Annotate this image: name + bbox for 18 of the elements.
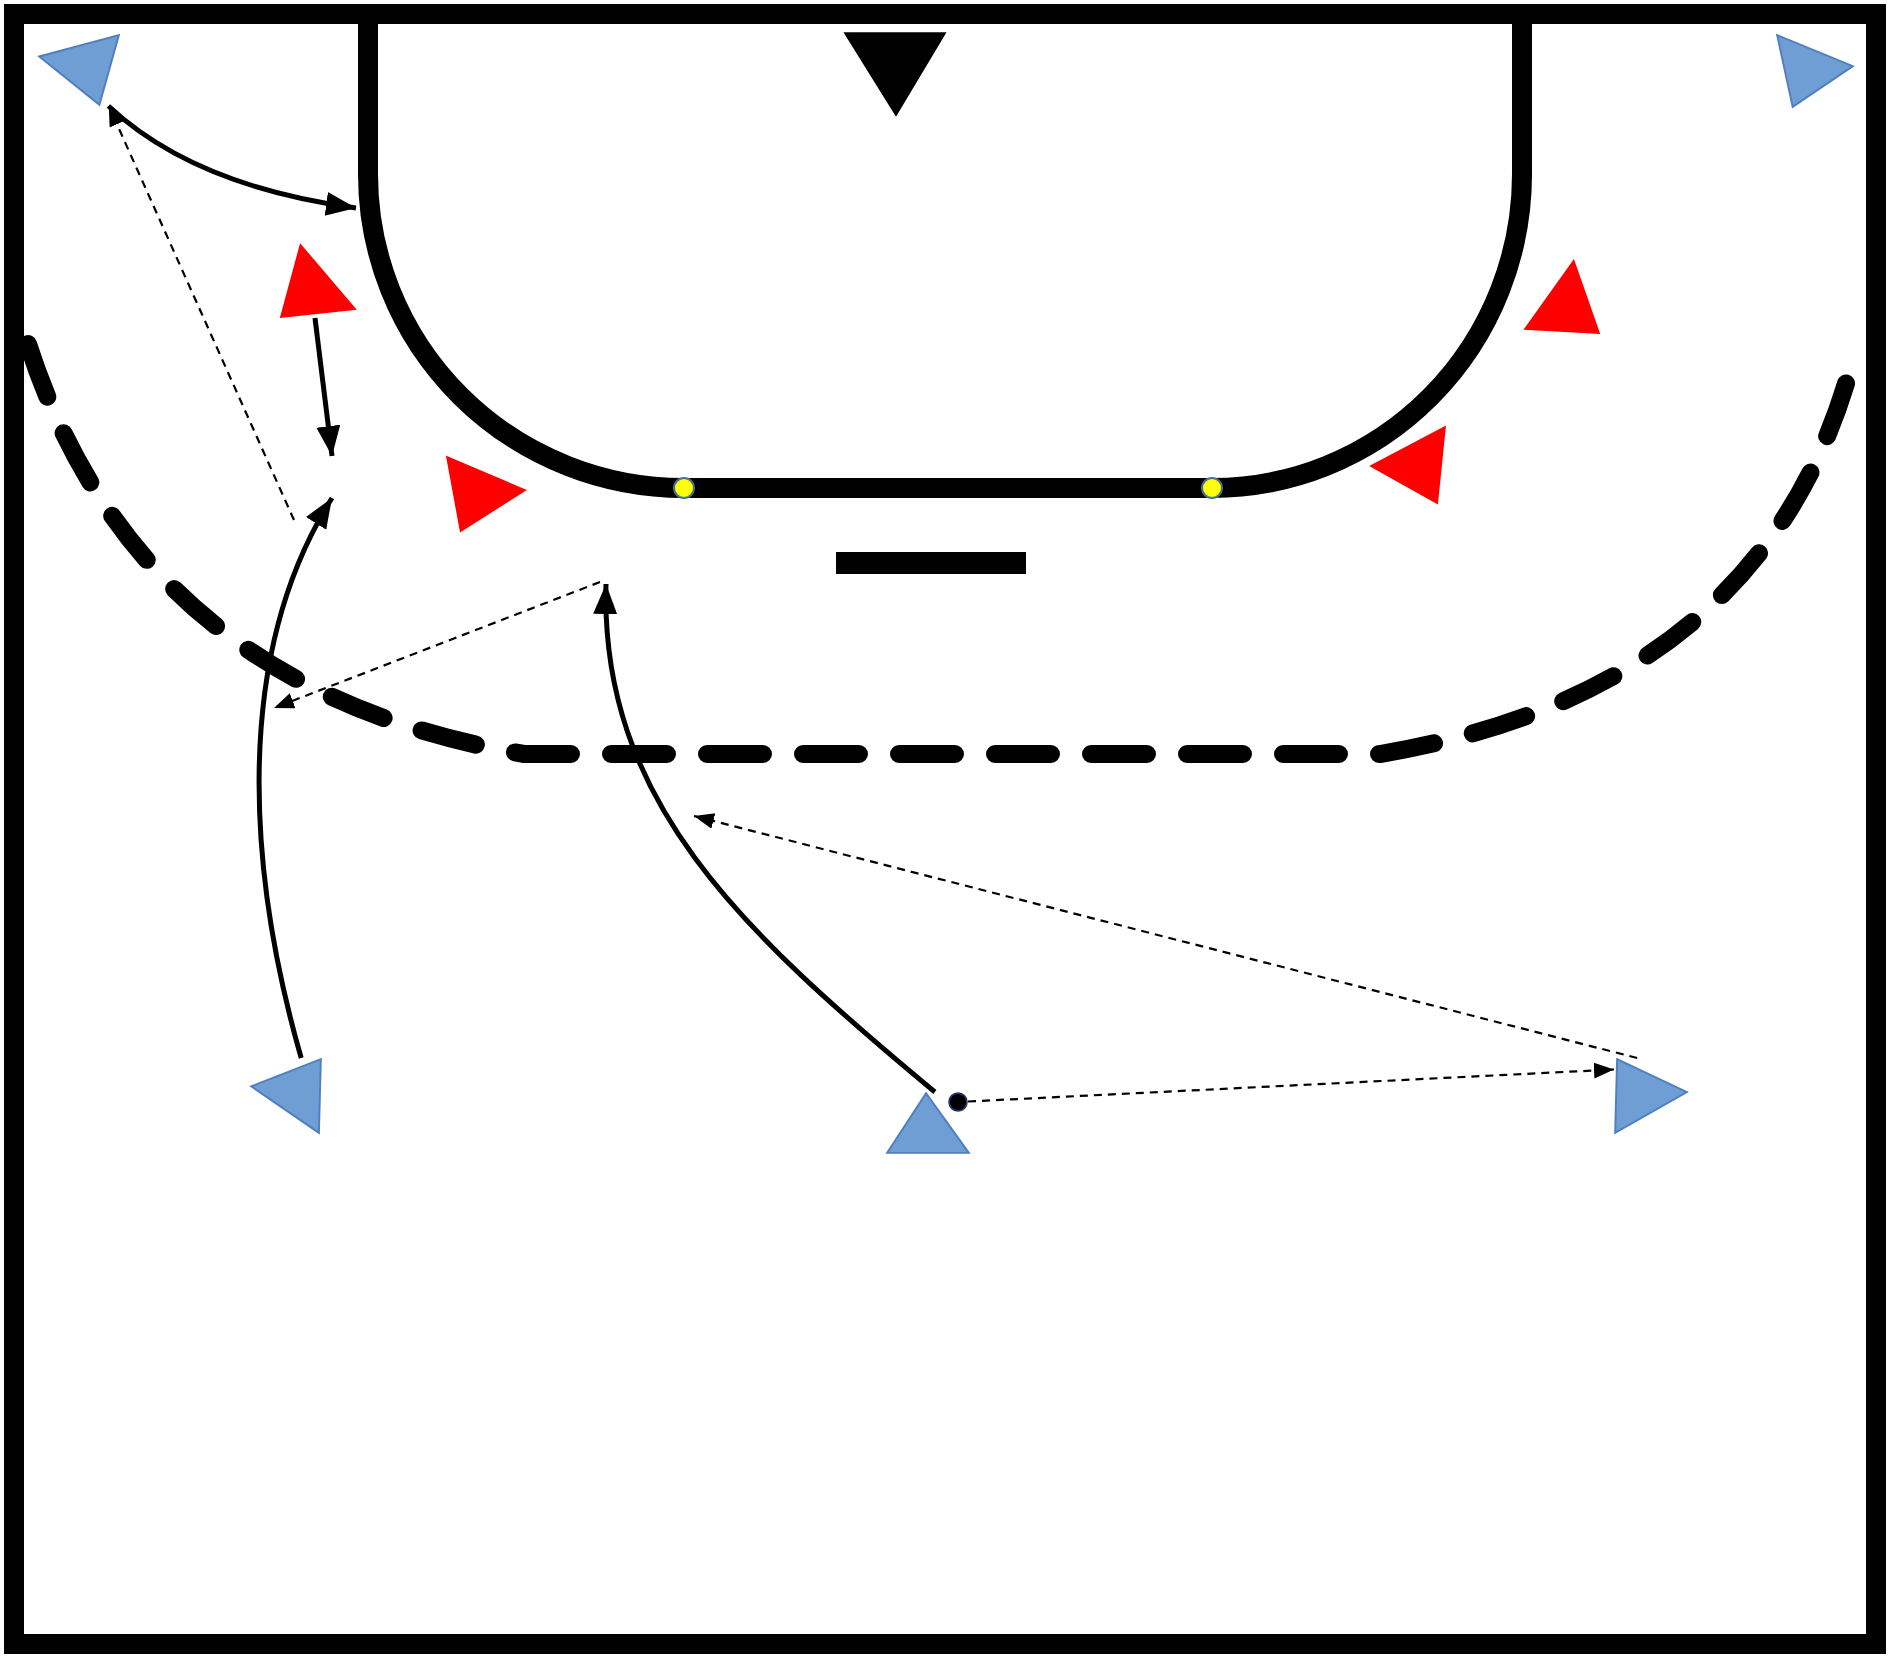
- player-triangle: [446, 456, 526, 532]
- arrow: [312, 317, 341, 457]
- player-triangle: [844, 32, 946, 116]
- arrow: [256, 496, 335, 1059]
- arrow: [106, 104, 357, 216]
- arrow: [594, 583, 937, 1094]
- player-triangle: [1524, 260, 1600, 334]
- player-triangle: [280, 244, 356, 318]
- dashed-arrow: [107, 105, 295, 521]
- player-triangle: [1370, 426, 1446, 504]
- ball-dot: [948, 1092, 968, 1112]
- player-triangle: [38, 34, 120, 106]
- player-triangle: [886, 1092, 970, 1154]
- player-triangle: [1776, 34, 1854, 108]
- dashed-arrow: [967, 1062, 1615, 1103]
- player-triangle: [250, 1058, 322, 1134]
- dashed-arrow: [693, 813, 1638, 1060]
- player-triangle: [1614, 1058, 1688, 1134]
